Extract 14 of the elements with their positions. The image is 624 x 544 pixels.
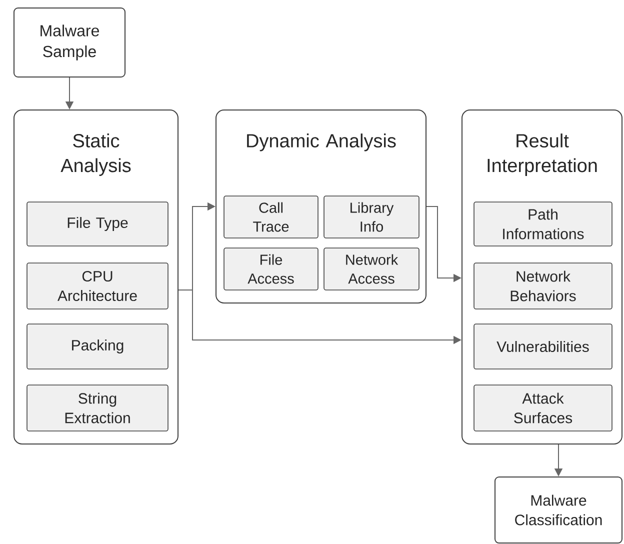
item-box: Network Behaviors (474, 262, 612, 310)
item-box: Library Info (324, 196, 420, 238)
item-box: Call Trace (224, 196, 318, 238)
item-box: CPU Architecture (26, 262, 168, 310)
item-box: Attack Surfaces (474, 384, 612, 432)
item-box: Vulnerabilities (474, 324, 612, 370)
item-box: Packing (26, 324, 168, 370)
item-box: File Access (224, 248, 318, 290)
process-box: Malware Classification (494, 476, 622, 544)
item-box: File Type (26, 202, 168, 246)
item-box: Network Access (324, 248, 420, 290)
item-box: Path Informations (474, 202, 612, 246)
item-box: String Extraction (26, 384, 168, 432)
process-box: Malware Sample (14, 8, 126, 78)
